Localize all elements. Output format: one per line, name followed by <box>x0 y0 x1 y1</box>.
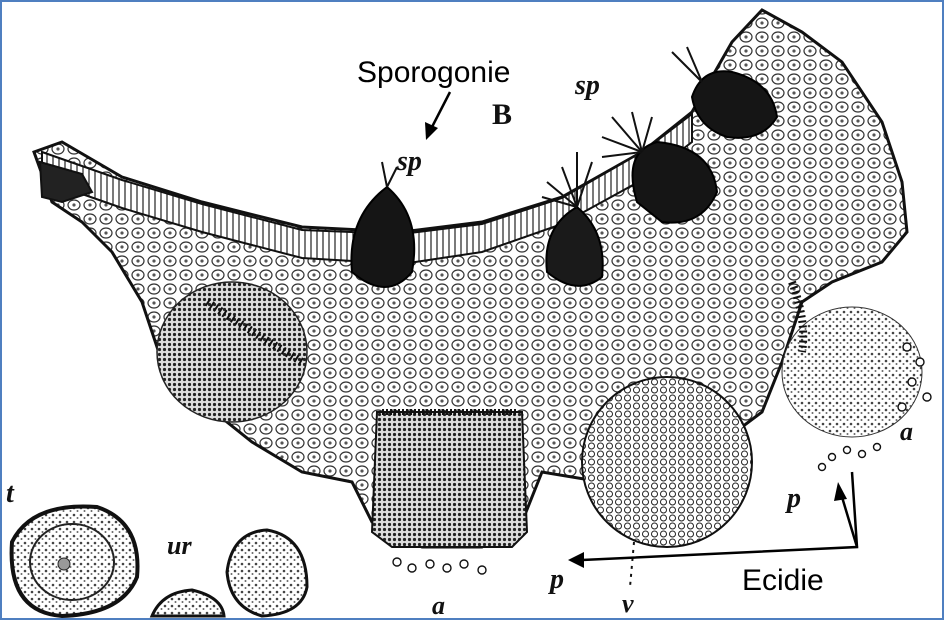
label-sporogonie: Sporogonie <box>357 56 510 89</box>
aecidium-round <box>582 377 752 547</box>
label-p-bottom: p <box>548 564 564 595</box>
label-a-bottom: a <box>432 591 445 618</box>
aecidium-left <box>372 412 527 547</box>
label-v-bottom: v <box>622 589 634 618</box>
spore-dots-bottom <box>393 558 486 574</box>
label-a-right: a <box>900 417 913 446</box>
label-t: t <box>6 478 15 509</box>
sporogonium <box>351 162 414 287</box>
label-p-right: p <box>785 483 801 514</box>
spore-t <box>12 506 138 616</box>
arrow-icon <box>425 92 450 140</box>
label-ecidie: Ecidie <box>742 564 824 597</box>
label-sp-top: sp <box>574 70 600 101</box>
label-sp-left: sp <box>396 146 422 177</box>
label-b: B <box>492 98 512 131</box>
dense-region-left <box>157 282 307 422</box>
label-ur: ur <box>167 531 192 560</box>
